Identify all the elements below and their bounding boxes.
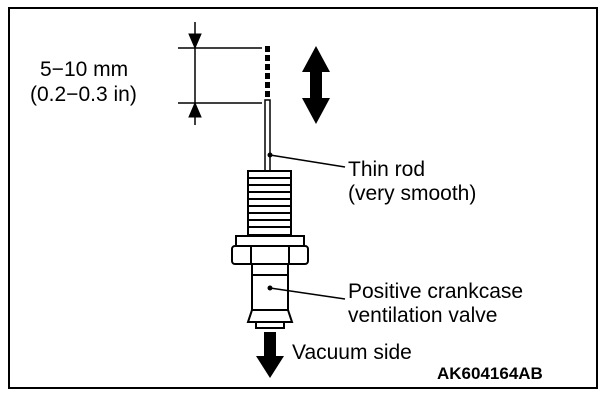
double-arrow-icon bbox=[302, 46, 330, 124]
rod-leader-line bbox=[269, 154, 346, 168]
thin-rod bbox=[264, 99, 271, 173]
rod-travel-dashes bbox=[265, 46, 270, 97]
valve-leader-line bbox=[269, 287, 346, 300]
thin-rod-sublabel: (very smooth) bbox=[348, 182, 477, 205]
vacuum-arrow-icon bbox=[256, 332, 284, 378]
pcv-valve bbox=[231, 170, 309, 329]
figure-code: AK604164AB bbox=[437, 364, 543, 383]
dimension-inch-label: (0.2−0.3 in) bbox=[30, 83, 137, 106]
vacuum-side-label: Vacuum side bbox=[292, 341, 412, 364]
dimension-mm-label: 5−10 mm bbox=[40, 58, 129, 81]
dimension-marker bbox=[178, 22, 262, 125]
figure-frame bbox=[8, 7, 598, 389]
thin-rod-label: Thin rod bbox=[348, 158, 426, 181]
pcv-valve-label-line1: Positive crankcase bbox=[348, 280, 524, 303]
pcv-valve-label-line2: ventilation valve bbox=[348, 304, 498, 327]
